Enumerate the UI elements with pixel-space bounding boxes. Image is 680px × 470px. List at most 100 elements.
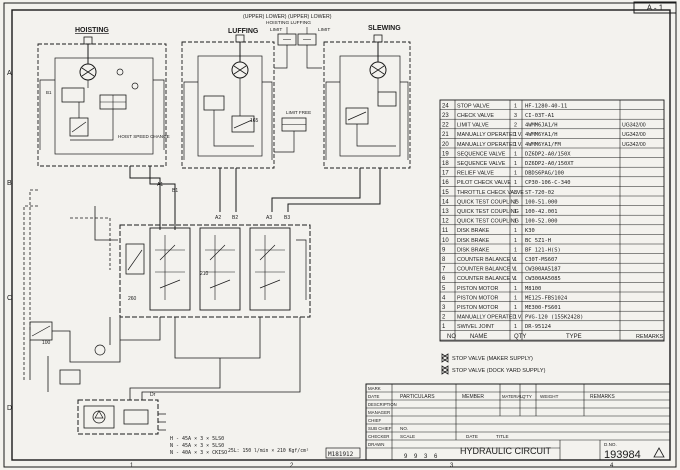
sheet-code-4: 6 [434, 454, 438, 460]
mark-label-2: DATE [368, 394, 379, 399]
hoisting-boundary [37, 43, 167, 167]
parts-cell-name: COUNTER BALANCE V. [457, 276, 516, 282]
dockyard-stop-valve-icon [441, 365, 449, 375]
sheet-ref: A - 1 [647, 4, 664, 13]
parts-table-row: 10 DISK BRAKE 1 BC 5Z1-H [442, 238, 551, 244]
parts-cell-type: 4WMM6YA1/FM [525, 142, 561, 148]
parts-cell-type: DR-95124 [525, 324, 551, 330]
parts-cell-qty: 3 [514, 190, 517, 196]
parts-cell-type: CI-03T-A1 [525, 113, 554, 119]
role-drawn: DRAWN [368, 442, 384, 447]
luffing-counter-balance-icon [231, 115, 255, 133]
parts-cell-qty: 1 [514, 324, 517, 330]
parts-cell-no: 4 [442, 295, 446, 301]
parts-cell-name: PILOT CHECK VALVE [457, 180, 511, 186]
parts-cell-no: 13 [442, 209, 449, 215]
parts-cell-qty: 1 [514, 267, 517, 273]
parts-header-remarks: REMARKS [636, 334, 664, 340]
motor-note-1: H - 45A × 3 × 5LS0 [170, 436, 224, 442]
sheet-code-3: 3 [424, 454, 428, 460]
parts-header-name: NAME [470, 334, 487, 340]
col-material: MATERIAL [502, 394, 523, 399]
parts-cell-type: ME125-FBS1024 [525, 295, 567, 301]
parts-cell-qty: 1 [514, 171, 517, 177]
parts-cell-name: MANUALLY OPERATED V. [457, 142, 522, 148]
parts-cell-type: BF 121-H(S) [525, 247, 561, 253]
port-a3: A3 [266, 215, 272, 221]
filter-icon [123, 409, 149, 425]
parts-table-row: 17 RELIEF VALVE 1 DBDS6PAG/100 [442, 171, 564, 177]
parts-cell-no: 20 [442, 142, 449, 148]
outer-border [3, 2, 677, 468]
valve-block-boundary [119, 224, 311, 318]
port-a2: A2 [215, 215, 221, 221]
parts-cell-type: 100-51.000 [525, 199, 557, 205]
parts-cell-name: SWIVEL JOINT [457, 324, 495, 330]
parts-cell-name: THROTTLE CHECK VALVE [457, 190, 524, 196]
sheet-ref-box [633, 1, 677, 14]
parts-cell-no: 14 [442, 199, 449, 205]
parts-cell-no: 11 [442, 228, 449, 234]
parts-cell-name: QUICK TEST COUPLING [457, 209, 519, 215]
parts-cell-name: QUICK TEST COUPLING [457, 219, 519, 225]
pressure-100: 100 [42, 340, 51, 346]
legend-maker: STOP VALVE (MAKER SUPPLY) [452, 356, 533, 362]
parts-cell-name: RELIEF VALVE [457, 171, 494, 177]
parts-cell-name: SEQUENCE VALVE [457, 151, 506, 157]
row-no-label: NO. [400, 426, 408, 431]
parts-cell-type: DZ6DP2-A0/150XT [525, 161, 574, 167]
pump-box [83, 405, 115, 429]
parts-cell-name: DISK BRAKE [457, 238, 490, 244]
parts-cell-qty: 2 [514, 123, 517, 129]
role-manager: MANAGER [368, 410, 390, 415]
parts-cell-name: PISTON MOTOR [457, 295, 499, 301]
parts-cell-no: 10 [442, 238, 449, 244]
parts-cell-no: 7 [442, 267, 446, 273]
parts-cell-qty: 1 [514, 238, 517, 244]
limits-sub: HOISTING LUFFING [266, 20, 311, 26]
parts-cell-qty: 1 [514, 276, 517, 282]
parts-cell-qty: 1 [514, 209, 517, 215]
slewing-inner-frame [339, 55, 401, 157]
mark-label-1: MARK [368, 386, 381, 391]
parts-cell-name: DISK BRAKE [457, 247, 490, 253]
border-letter-d: D [7, 405, 12, 412]
parts-header-type: TYPE [566, 334, 582, 340]
title-slewing: SLEWING [368, 25, 401, 32]
stamp-box [325, 447, 361, 459]
parts-cell-no: 17 [442, 171, 449, 177]
border-number-4: 4 [610, 463, 614, 469]
parts-cell-name: CHECK VALVE [457, 113, 494, 119]
parts-cell-qty: 1 [514, 247, 517, 253]
parts-cell-type: BC 5Z1-H [525, 238, 551, 244]
luffing-brake-icon [203, 95, 225, 111]
title-hoisting: HOISTING [75, 27, 109, 34]
parts-cell-qty: 1 [514, 228, 517, 234]
col-particulars: PARTICULARS [400, 394, 435, 400]
limits-header: (UPPER) LOWER) (UPPER) LOWER) [243, 14, 332, 20]
border-number-3: 3 [450, 463, 454, 469]
parts-cell-no: 22 [442, 123, 449, 129]
aux-circuit: 100 [29, 317, 261, 392]
parts-cell-name: STOP VALVE [457, 103, 490, 109]
parts-cell-name: COUNTER BALANCE V. [457, 267, 516, 273]
parts-cell-no: 1 [442, 324, 446, 330]
inner-border [11, 9, 671, 461]
legend: STOP VALVE (MAKER SUPPLY) STOP VALVE (DO… [441, 353, 546, 375]
parts-cell-name: QUICK TEST COUPLING [457, 199, 519, 205]
limit-free-label: LIMIT FREE [286, 110, 311, 115]
parts-cell-type: DBDS6PAG/100 [525, 171, 564, 177]
parts-cell-qty: 2 [514, 199, 517, 205]
parts-cell-type: PVG-120 (155K2428) [525, 315, 583, 321]
col-remarks: REMARKS [590, 394, 615, 400]
parts-cell-type: C30T-MS607 [525, 257, 557, 263]
slewing-brake-icon [377, 91, 397, 107]
